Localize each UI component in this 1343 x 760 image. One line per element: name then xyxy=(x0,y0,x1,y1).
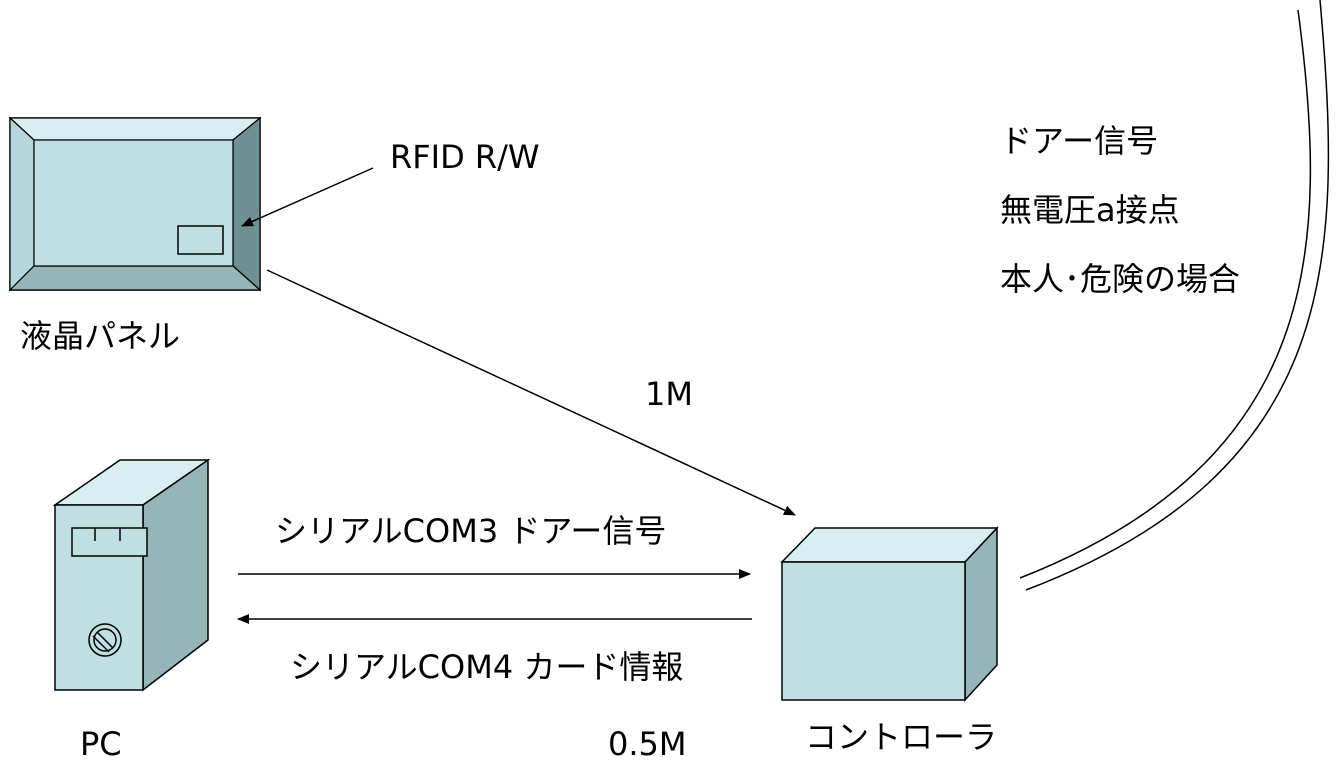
com3-label: シリアルCOM3 ドアー信号 xyxy=(275,512,666,550)
rfid-label: RFID R/W xyxy=(390,138,540,176)
door-signal-cable-b xyxy=(1025,0,1330,591)
rfid-pointer-arrow xyxy=(241,167,374,227)
controller-label: コントローラ xyxy=(805,718,997,756)
condition-label: 本人･危険の場合 xyxy=(1000,260,1240,298)
link-1m-label: 1M xyxy=(645,375,693,413)
door-signal-cable-a xyxy=(1019,9,1312,579)
door-signal-label: ドアー信号 xyxy=(1000,122,1158,160)
rfid-reader-icon xyxy=(177,225,224,255)
com4-label: シリアルCOM4 カード情報 xyxy=(290,648,683,686)
controller-box-icon xyxy=(780,526,999,702)
pc-tower-icon xyxy=(52,458,211,692)
lcd-panel-label: 液晶パネル xyxy=(20,317,180,355)
dry-contact-label: 無電圧a接点 xyxy=(1000,191,1180,229)
lcd-panel-icon xyxy=(8,116,262,292)
pc-label: PC xyxy=(80,725,122,760)
link-05m-label: 0.5M xyxy=(608,725,687,760)
panel-to-controller-arrow xyxy=(266,269,796,516)
